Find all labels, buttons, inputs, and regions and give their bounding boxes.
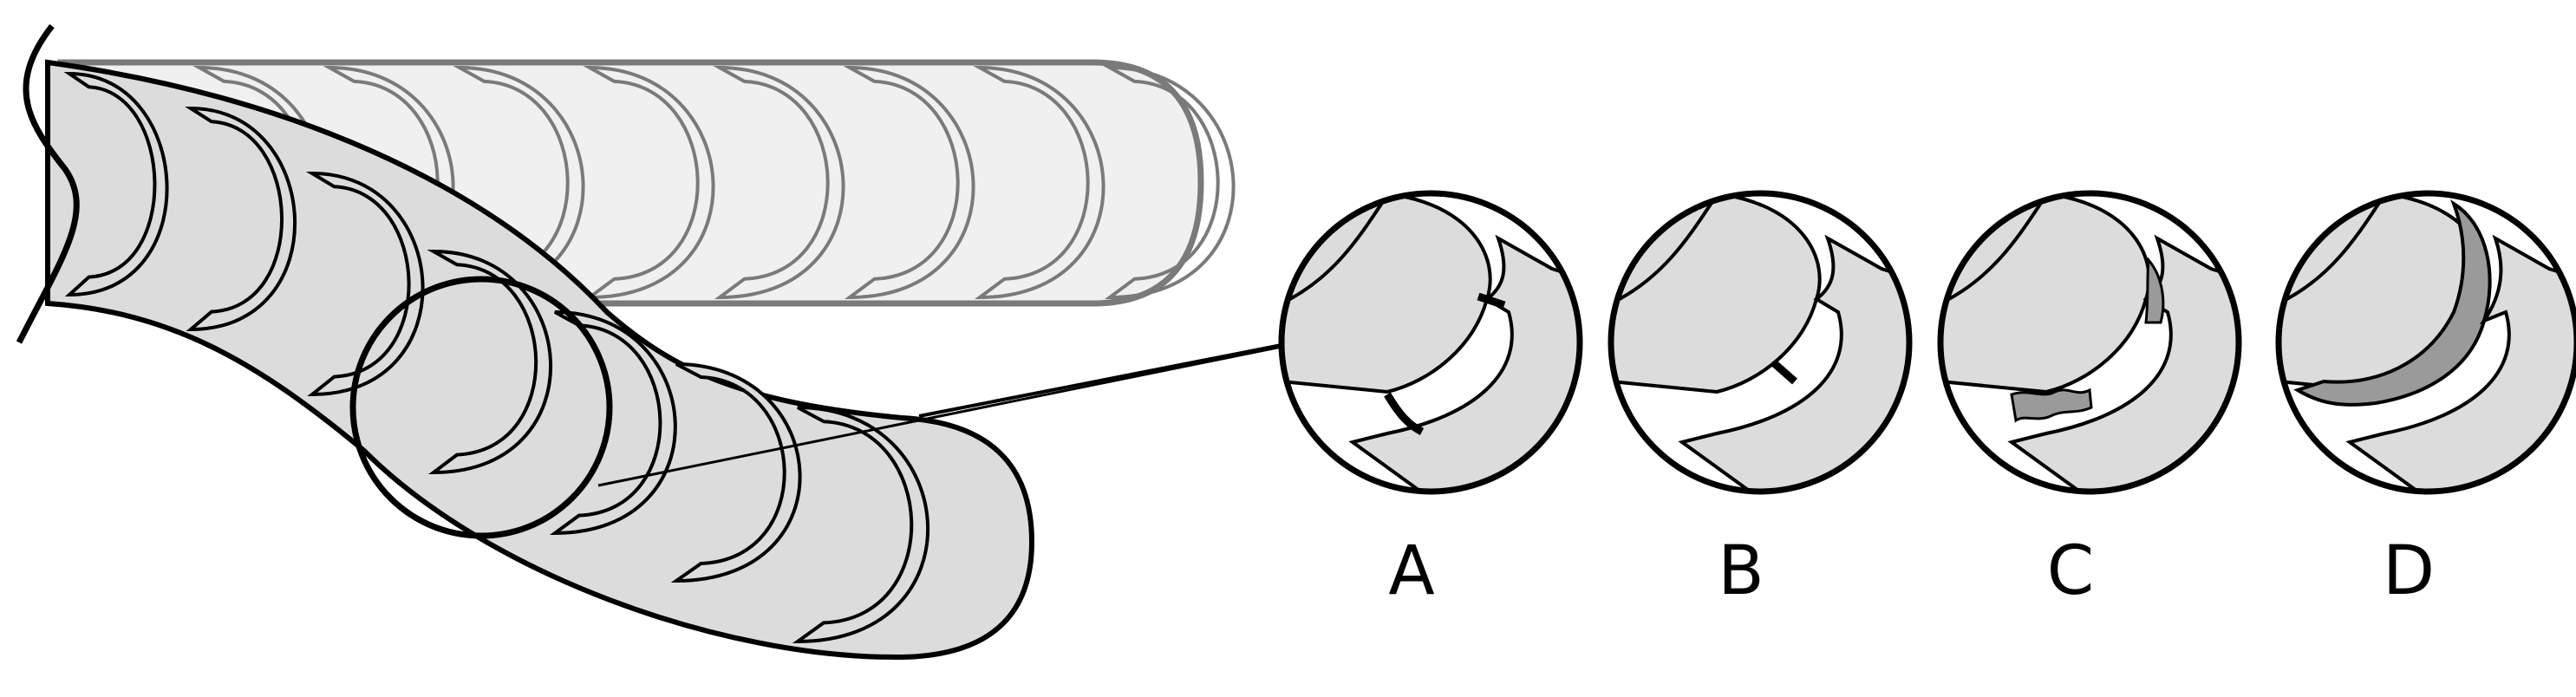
lower-tube xyxy=(45,59,1035,661)
lower-tube-segment xyxy=(549,310,677,536)
panel-label-d: D xyxy=(2382,532,2436,610)
connector-line-bottom xyxy=(597,345,1282,487)
lower-tube-segment xyxy=(185,106,297,332)
tube-end-cap xyxy=(16,23,80,344)
panel-a-detail xyxy=(1278,190,1583,495)
upper-tube-segment xyxy=(973,65,1105,300)
panel-label-b: B xyxy=(1718,532,1764,610)
lower-tube-segment xyxy=(305,171,425,397)
panel-c-detail xyxy=(1937,190,2242,495)
upper-tube-segment xyxy=(713,65,845,300)
lower-tube-segments xyxy=(63,71,929,644)
lower-tube-segment xyxy=(670,362,802,583)
panel-label-a: A xyxy=(1388,532,1435,610)
magnifier-lens xyxy=(349,276,613,539)
upper-tube-segment xyxy=(843,65,975,300)
panel-label-c: C xyxy=(2046,532,2095,610)
panel-b-detail xyxy=(1608,190,1913,495)
connector-line-top xyxy=(918,343,1282,418)
panel-d-detail xyxy=(2275,190,2576,495)
lower-tube-segment xyxy=(63,71,169,297)
lower-tube-segment xyxy=(427,249,553,475)
lower-tube-segment xyxy=(792,406,929,644)
upper-tube-segment xyxy=(1103,65,1236,300)
